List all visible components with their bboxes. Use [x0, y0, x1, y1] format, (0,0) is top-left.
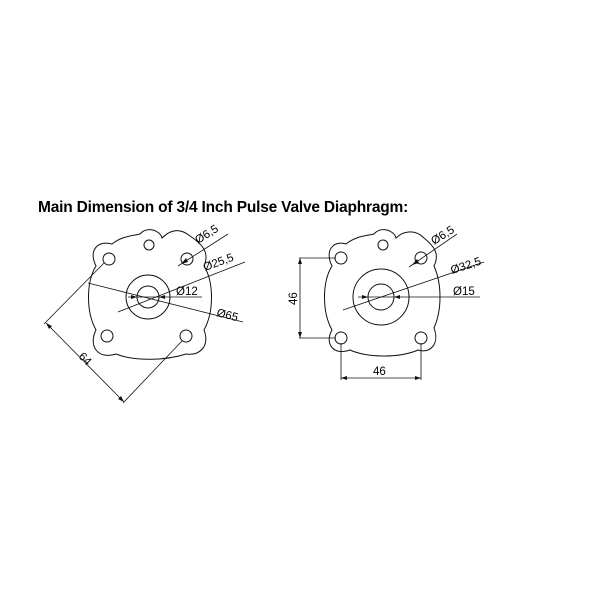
- left-top-hole: [143, 239, 155, 251]
- right-bolt-hole-br: [414, 331, 428, 345]
- left-bolt-hole-bl: [100, 329, 114, 343]
- right-inner-ring-label: Ø32,5: [449, 256, 483, 277]
- diagram-title: Main Dimension of 3/4 Inch Pulse Valve D…: [38, 199, 409, 216]
- right-horizontal-spacing-label: 46: [373, 366, 386, 378]
- left-bolt-hole-br: [179, 329, 193, 343]
- right-diaphragm: [298, 229, 485, 380]
- left-diagonal-spacing-label: 64: [76, 351, 94, 369]
- right-top-hole: [377, 239, 389, 251]
- left-bolt-hole-tr: [180, 252, 194, 266]
- left-inner-ring-label: Ø25,5: [202, 252, 236, 274]
- right-vertical-spacing-label: 46: [288, 292, 300, 305]
- left-bolt-hole-label: Ø6,5: [193, 223, 221, 246]
- left-center-hole-label: Ø12: [176, 286, 198, 298]
- right-center-hole-label: Ø15: [453, 286, 475, 298]
- left-outer-label: Ø65: [215, 307, 239, 324]
- right-bolt-hole-tr: [414, 251, 428, 265]
- right-bolt-hole-bl: [334, 331, 348, 345]
- left-outline: [88, 229, 212, 360]
- left-bolt-hole-tl: [102, 252, 116, 266]
- left-diaphragm: [43, 229, 246, 404]
- right-outline: [324, 229, 441, 357]
- right-bolt-hole-tl: [334, 251, 348, 265]
